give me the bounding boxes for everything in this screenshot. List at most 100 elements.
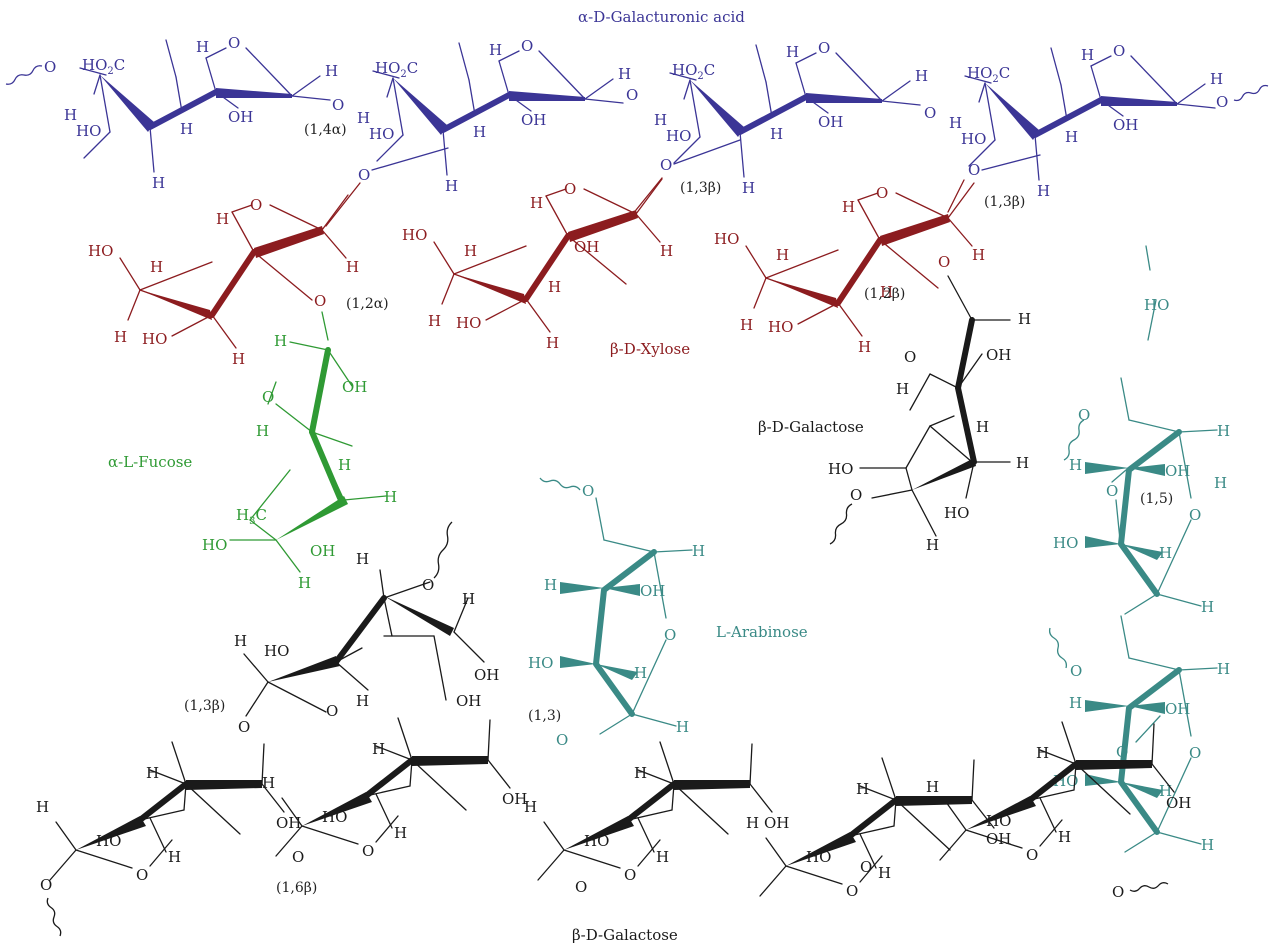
bond	[1075, 763, 1131, 815]
hydroxyl: OH	[1165, 462, 1190, 480]
methyl-h: H	[236, 506, 249, 524]
wavy-bond-icon	[46, 897, 62, 937]
bond	[183, 783, 187, 811]
bond	[525, 298, 551, 333]
h-atom: H	[384, 488, 397, 506]
bond	[1135, 715, 1161, 743]
bond	[397, 717, 413, 761]
bond	[249, 469, 291, 521]
glycosidic-oxygen: O	[1112, 883, 1124, 901]
wavy-bond-icon	[1129, 882, 1169, 892]
bond	[584, 98, 624, 104]
bond	[275, 825, 303, 857]
h-atom: H	[1037, 182, 1050, 200]
glycosidic-oxygen: O	[556, 731, 568, 749]
hydroxyl: HO	[76, 122, 101, 140]
wedge-bond	[276, 496, 348, 540]
bond	[837, 302, 863, 337]
bold-ring-bond	[835, 237, 883, 306]
wavy-bond-icon	[1048, 627, 1068, 669]
h-atom: H	[740, 316, 753, 334]
bond	[893, 799, 897, 827]
bond	[881, 80, 911, 102]
bond	[583, 188, 637, 215]
ring-oxygen: O	[846, 882, 858, 900]
h-atom: H	[473, 123, 486, 141]
h-atom: H	[546, 334, 559, 352]
bond	[343, 495, 387, 501]
bond	[321, 194, 349, 231]
hydroxyl: HO	[584, 832, 609, 850]
bond	[947, 182, 975, 219]
bond	[879, 239, 939, 289]
hydroxyl: OH	[456, 692, 481, 710]
h-atom: H	[1058, 828, 1071, 846]
linkage-l13b_a: (1,3β)	[680, 180, 721, 196]
wedge-bond	[268, 656, 340, 682]
glycosidic-oxygen: O	[1216, 93, 1228, 111]
bond	[1178, 431, 1192, 499]
h-atom: H	[1081, 46, 1094, 64]
bond	[1176, 103, 1216, 109]
bond	[1060, 84, 1068, 121]
h-atom: H	[634, 664, 647, 682]
wedge-bond	[596, 664, 638, 680]
bond	[149, 817, 167, 853]
bold-ring-bond	[593, 549, 657, 717]
h-atom: H	[234, 632, 247, 650]
bond	[859, 833, 877, 869]
h-atom: H	[394, 824, 407, 842]
bond	[745, 245, 767, 279]
bold-ring-bond	[1118, 667, 1182, 835]
bond	[765, 81, 773, 118]
h-atom: H	[692, 542, 705, 560]
carboxyl-subscript: 2	[992, 74, 998, 85]
bond	[599, 713, 633, 735]
bond	[637, 839, 661, 867]
h-atom: H	[180, 120, 193, 138]
bold-ring-bond	[1032, 97, 1104, 138]
bold-ring-bond	[147, 89, 219, 130]
glycosidic-oxygen: O	[860, 858, 872, 876]
bold-ring-bond	[309, 347, 331, 435]
wedge-bond	[1085, 774, 1121, 786]
h-atom: H	[656, 848, 669, 866]
hydroxyl: HO	[768, 318, 793, 336]
bond	[441, 273, 455, 305]
h-atom: H	[548, 278, 561, 296]
bond	[545, 188, 567, 197]
h-atom: H	[880, 283, 893, 301]
bond	[365, 785, 411, 797]
bond	[797, 302, 839, 325]
bold-ring-bond	[523, 233, 571, 302]
bond	[971, 799, 995, 829]
hydroxyl: HO	[806, 848, 831, 866]
bond	[453, 631, 485, 663]
bond	[905, 425, 931, 469]
glycosidic-oxygen: O	[575, 878, 587, 896]
bond	[376, 134, 404, 162]
bond	[669, 72, 697, 81]
ring-oxygen: O	[228, 34, 240, 52]
caption-galactose_side: β-D-Galactose	[758, 418, 864, 436]
carboxyl-subscript: 2	[107, 66, 113, 77]
bond	[275, 539, 301, 573]
wedge-bond	[912, 458, 976, 490]
bold-ring-bond	[625, 781, 677, 823]
methyl-subscript: 3	[249, 516, 255, 527]
bond	[321, 229, 347, 259]
bond	[205, 47, 227, 59]
bond	[1178, 429, 1218, 433]
ring-oxygen: O	[250, 196, 262, 214]
hydroxyl: HO	[714, 230, 739, 248]
bond	[1039, 797, 1057, 833]
h-atom: H	[1214, 474, 1227, 492]
wedge-bond	[560, 656, 596, 668]
